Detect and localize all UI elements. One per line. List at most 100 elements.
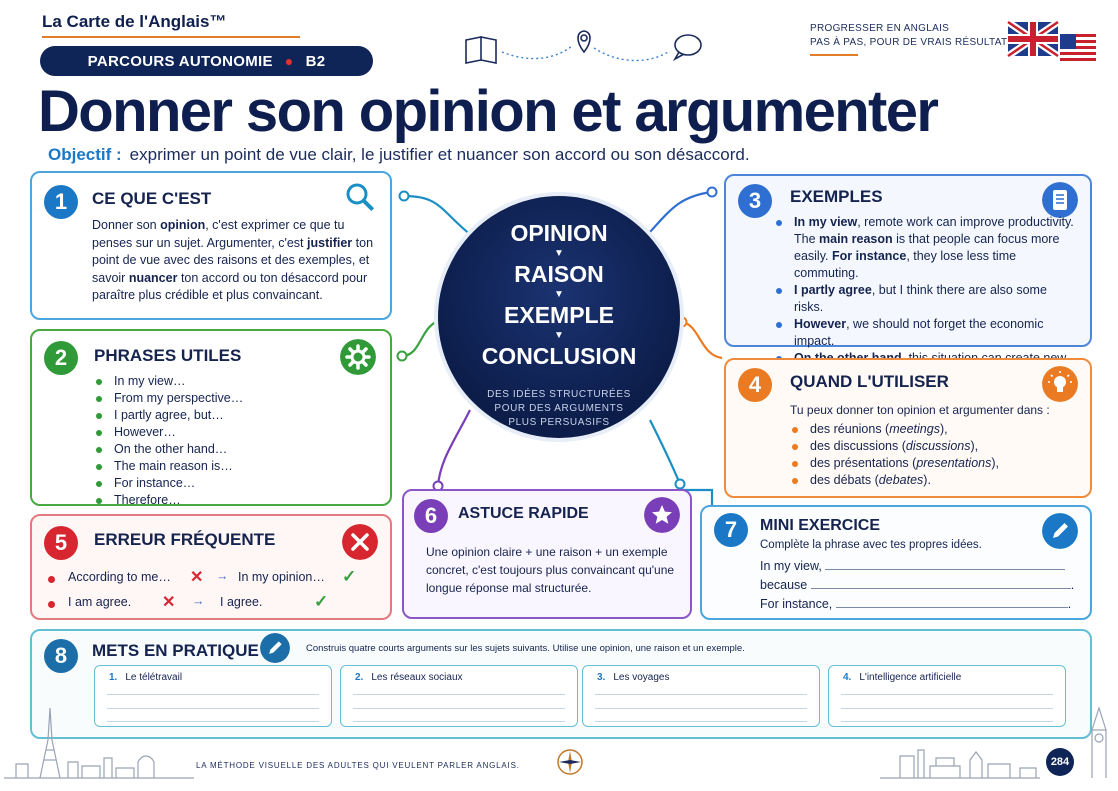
journey-decoration: [465, 30, 702, 64]
topic-label: Les réseaux sociaux: [371, 672, 463, 683]
london-skyline-icon: [880, 749, 1040, 779]
practice-instruction: Construis quatre courts arguments sur le…: [306, 643, 745, 654]
tip-text: Une opinion claire + une raison + un exe…: [426, 545, 675, 595]
list-item: des réunions (meetings),: [790, 421, 999, 438]
list-item: From my perspective…: [94, 390, 243, 407]
book-icon: [465, 36, 497, 64]
step-conclusion: CONCLUSION: [481, 343, 637, 369]
big-ben-icon: [1091, 706, 1107, 778]
objective-text: exprimer un point de vue clair, le justi…: [129, 145, 750, 164]
badge-track: PARCOURS AUTONOMIE: [87, 52, 273, 70]
speech-bubble-icon: [672, 34, 702, 62]
card-number: 1: [44, 185, 78, 219]
chevron-down-icon: ▼: [554, 248, 564, 259]
card-number: 7: [714, 513, 748, 547]
arrow-right-icon: →: [192, 594, 205, 608]
objective: Objectif : exprimer un point de vue clair…: [48, 145, 750, 165]
subtitle-line-3: PLUS PERSUASIFS: [508, 417, 610, 428]
wrong-phrase: According to me…: [68, 570, 171, 584]
exercise-line: because .: [760, 578, 1075, 592]
step-raison: RAISON: [514, 261, 604, 287]
star-icon: [644, 497, 680, 533]
card-title: MINI EXERCICE: [760, 517, 881, 534]
method-subtitle: DES IDÉES STRUCTURÉES POUR DES ARGUMENTS…: [438, 388, 680, 430]
card-mini-exercise: 7 MINI EXERCICE Complète la phrase avec …: [700, 505, 1092, 620]
chevron-down-icon: ▼: [554, 330, 564, 341]
check-icon: ✓: [342, 567, 357, 586]
list-item: In my view…: [94, 373, 243, 390]
tagline-line-1: PROGRESSER EN ANGLAIS: [810, 23, 950, 34]
topic-label: L'intelligence artificielle: [859, 672, 962, 683]
practice-topic-box[interactable]: 4.L'intelligence artificielle: [828, 665, 1066, 727]
topic-number: 2.: [355, 672, 364, 683]
practice-topic-box[interactable]: 3.Les voyages: [582, 665, 820, 727]
document-icon: [1042, 182, 1078, 218]
compass-icon: [557, 749, 583, 775]
method-circle: OPINION ▼ RAISON ▼ EXEMPLE ▼ CONCLUSION …: [438, 196, 680, 438]
footer-slogan: LA MÉTHODE VISUELLE DES ADULTES QUI VEUL…: [196, 761, 520, 770]
card-number: 8: [44, 639, 78, 673]
card-useful-phrases: 2 PHRASES UTILES In my view… From my per…: [30, 329, 392, 509]
lightbulb-icon: [1042, 366, 1078, 402]
topic-number: 3.: [597, 672, 606, 683]
objective-label: Objectif :: [48, 145, 122, 164]
mistake-row: I am agree. ✕ → I agree. ✓: [46, 592, 386, 615]
topic-label: Le télétravail: [125, 672, 183, 683]
wrong-mark-icon: ✕: [190, 569, 204, 586]
tagline-line-2: PAS À PAS, POUR DE VRAIS RÉSULTATS: [810, 37, 1015, 48]
phrase-list: In my view… From my perspective… I partl…: [94, 373, 243, 509]
card-practice: 8 METS EN PRATIQUE Construis quatre cour…: [30, 629, 1092, 739]
bullet-dot: [48, 576, 55, 583]
uk-flag-icon: [1006, 20, 1060, 59]
list-item: des débats (debates).: [790, 472, 999, 489]
card-number: 5: [44, 526, 78, 560]
exercise-instruction: Complète la phrase avec tes propres idée…: [760, 539, 982, 551]
list-item: des présentations (presentations),: [790, 455, 999, 472]
correct-phrase: In my opinion…: [238, 570, 325, 584]
arrow-right-icon: →: [216, 569, 229, 583]
brand-underline: [42, 36, 300, 38]
page-title: Donner son opinion et argumenter: [38, 79, 939, 144]
check-icon: ✓: [314, 592, 329, 611]
tagline: PROGRESSER EN ANGLAIS PAS À PAS, POUR DE…: [810, 22, 1014, 50]
wrong-phrase: I am agree.: [68, 595, 132, 609]
badge-separator-dot: ●: [284, 53, 294, 69]
card-definition: 1 CE QUE C'EST Donner son opinion, c'est…: [30, 171, 392, 320]
list-item: However, we should not forget the econom…: [774, 316, 1074, 350]
us-flag-icon: [1060, 34, 1096, 64]
card-title: ERREUR FRÉQUENTE: [94, 530, 276, 549]
list-item: Therefore…: [94, 492, 243, 509]
card-title: METS EN PRATIQUE: [92, 641, 259, 660]
topic-number: 1.: [109, 672, 118, 683]
list-item: des discussions (discussions),: [790, 438, 999, 455]
when-intro: Tu peux donner ton opinion et argumenter…: [790, 403, 1050, 417]
card-title: QUAND L'UTILISER: [790, 372, 949, 391]
list-item: In my view, remote work can improve prod…: [774, 214, 1074, 282]
page-number: 284: [1046, 748, 1074, 776]
list-item: The main reason is…: [94, 458, 243, 475]
map-pin-icon: [577, 30, 591, 54]
exercise-line: In my view,: [760, 559, 1066, 573]
close-icon: [342, 524, 378, 560]
gear-icon: [340, 339, 376, 375]
practice-topic-box[interactable]: 2. Les réseaux sociaux: [340, 665, 578, 727]
card-title: PHRASES UTILES: [94, 346, 242, 365]
list-item: For instance…: [94, 475, 243, 492]
tagline-underline: [810, 54, 858, 56]
card-number: 6: [414, 499, 448, 533]
correct-phrase: I agree.: [220, 595, 263, 609]
contexts-list: des réunions (meetings), des discussions…: [790, 421, 999, 489]
wrong-mark-icon: ✕: [162, 594, 176, 611]
list-item: I partly agree, but I think there are al…: [774, 282, 1074, 316]
card-title: ASTUCE RAPIDE: [458, 505, 589, 522]
card-when-to-use: 4 QUAND L'UTILISER Tu peux donner ton op…: [724, 358, 1092, 498]
mistake-row: According to me… ✕ → In my opinion… ✓: [46, 567, 386, 590]
practice-topic-box[interactable]: 1. Le télétravail: [94, 665, 332, 727]
list-item: However…: [94, 424, 243, 441]
card-title: EXEMPLES: [790, 187, 883, 206]
exercise-line: For instance, .: [760, 597, 1072, 611]
card-number: 2: [44, 341, 78, 375]
list-item: On the other hand…: [94, 441, 243, 458]
subtitle-line-1: DES IDÉES STRUCTURÉES: [487, 389, 631, 400]
